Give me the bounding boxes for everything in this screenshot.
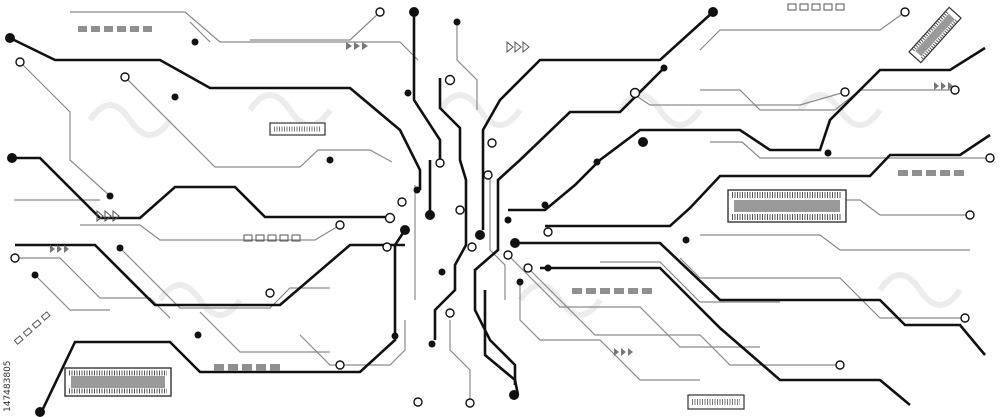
ring-pad-icon	[335, 360, 345, 370]
pad-dot-icon	[35, 407, 45, 417]
ring-pad-icon	[445, 308, 455, 318]
arrow-chevrons-icon	[96, 209, 120, 223]
microchip-icon	[269, 122, 326, 136]
microchip-icon	[727, 189, 847, 223]
ring-pad-icon	[120, 72, 130, 82]
pad-dot-icon	[544, 264, 552, 272]
ring-pad-icon	[382, 242, 392, 252]
thick-traces	[9, 11, 991, 416]
pad-dot-icon	[5, 33, 15, 43]
pad-dot-icon	[516, 278, 524, 286]
ring-pad-icon	[10, 253, 20, 263]
microchip-icon	[64, 367, 172, 397]
microchip-icon	[908, 6, 962, 64]
pin-bar-bottom-left	[214, 364, 280, 371]
ring-pad-icon	[523, 263, 533, 273]
ring-pad-icon	[840, 87, 850, 97]
pad-dot-icon	[31, 271, 39, 279]
pin-array-top-right	[787, 3, 845, 11]
hollow-pads	[10, 7, 995, 408]
pad-dot-icon	[541, 201, 549, 209]
stock-image-id-text: 147483805	[3, 360, 13, 412]
pin-array-bottom-left	[13, 311, 51, 345]
pad-dot-icon	[400, 225, 410, 235]
thin-traces	[14, 11, 990, 400]
ring-pad-icon	[900, 7, 910, 17]
pad-dot-icon	[453, 18, 461, 26]
solid-pads	[5, 7, 832, 417]
ring-pad-icon	[629, 87, 641, 99]
pad-dot-icon	[404, 89, 412, 97]
pad-dot-icon	[824, 149, 832, 157]
microchip-icon	[687, 394, 745, 410]
pad-dot-icon	[428, 340, 436, 348]
ring-pad-icon	[335, 220, 345, 230]
ring-pad-icon	[960, 313, 970, 323]
pad-dot-icon	[7, 153, 17, 163]
ring-pad-icon	[265, 288, 275, 298]
pad-dot-icon	[391, 332, 399, 340]
ring-pad-icon	[455, 205, 465, 215]
ring-pad-icon	[950, 85, 960, 95]
pad-dot-icon	[638, 137, 648, 147]
arrow-chevrons-icon	[614, 348, 633, 356]
ring-pad-icon	[543, 227, 553, 237]
arrow-chevrons-icon	[934, 82, 953, 90]
pin-array-center-left	[243, 234, 301, 242]
pad-dot-icon	[425, 210, 435, 220]
ring-pad-icon	[965, 210, 975, 220]
ring-pad-icon	[435, 158, 445, 168]
ring-pad-icon	[465, 398, 475, 408]
pin-bar-center-bottom	[572, 288, 652, 294]
ring-pad-icon	[483, 170, 493, 180]
ring-pad-icon	[375, 7, 385, 17]
ring-pad-icon	[444, 74, 456, 86]
pad-dot-icon	[475, 230, 485, 240]
pad-dot-icon	[171, 93, 179, 101]
pad-dot-icon	[682, 236, 690, 244]
ring-pad-icon	[503, 250, 513, 260]
pad-dot-icon	[504, 216, 512, 224]
grey-pin-bars	[78, 26, 964, 371]
pad-dot-icon	[326, 156, 334, 164]
ring-pad-icon	[384, 212, 396, 224]
pad-dot-icon	[116, 244, 124, 252]
pad-dot-icon	[660, 64, 668, 72]
pad-dot-icon	[409, 7, 419, 17]
pad-dot-icon	[438, 268, 446, 276]
hollow-pin-arrays	[13, 3, 845, 345]
pad-dot-icon	[106, 192, 114, 200]
pad-dot-icon	[191, 38, 199, 46]
arrow-chevrons	[50, 40, 953, 356]
arrow-chevrons-icon	[50, 245, 69, 253]
ring-pad-icon	[397, 197, 407, 207]
pad-dot-icon	[593, 158, 601, 166]
pad-dot-icon	[708, 7, 718, 17]
pad-dot-icon	[509, 390, 519, 400]
ring-pad-icon	[487, 138, 497, 148]
arrow-chevrons-icon	[346, 42, 368, 50]
stock-image-id: 147483805	[0, 300, 16, 417]
ring-pad-icon	[413, 397, 423, 407]
pad-dot-icon	[510, 238, 520, 248]
ring-pad-icon	[985, 153, 995, 163]
pad-dot-icon	[194, 331, 202, 339]
ring-pad-icon	[467, 242, 477, 252]
ring-pad-icon	[835, 360, 845, 370]
pin-bar-top-left	[78, 26, 152, 32]
pad-dot-icon	[413, 186, 421, 194]
pin-bar-right	[898, 170, 964, 176]
arrow-chevrons-icon	[506, 40, 530, 54]
ring-pad-icon	[15, 57, 25, 67]
